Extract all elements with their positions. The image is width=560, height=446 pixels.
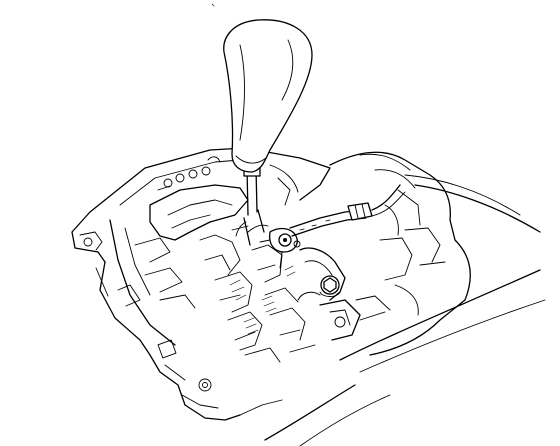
center-console-housing — [264, 151, 546, 446]
shift-mechanism — [199, 234, 316, 363]
stray-mark — [211, 3, 215, 7]
shift-knob — [223, 19, 313, 216]
shift-lock-pin — [231, 209, 301, 269]
shift-lever-base — [71, 147, 331, 421]
shift-cable — [289, 184, 406, 341]
